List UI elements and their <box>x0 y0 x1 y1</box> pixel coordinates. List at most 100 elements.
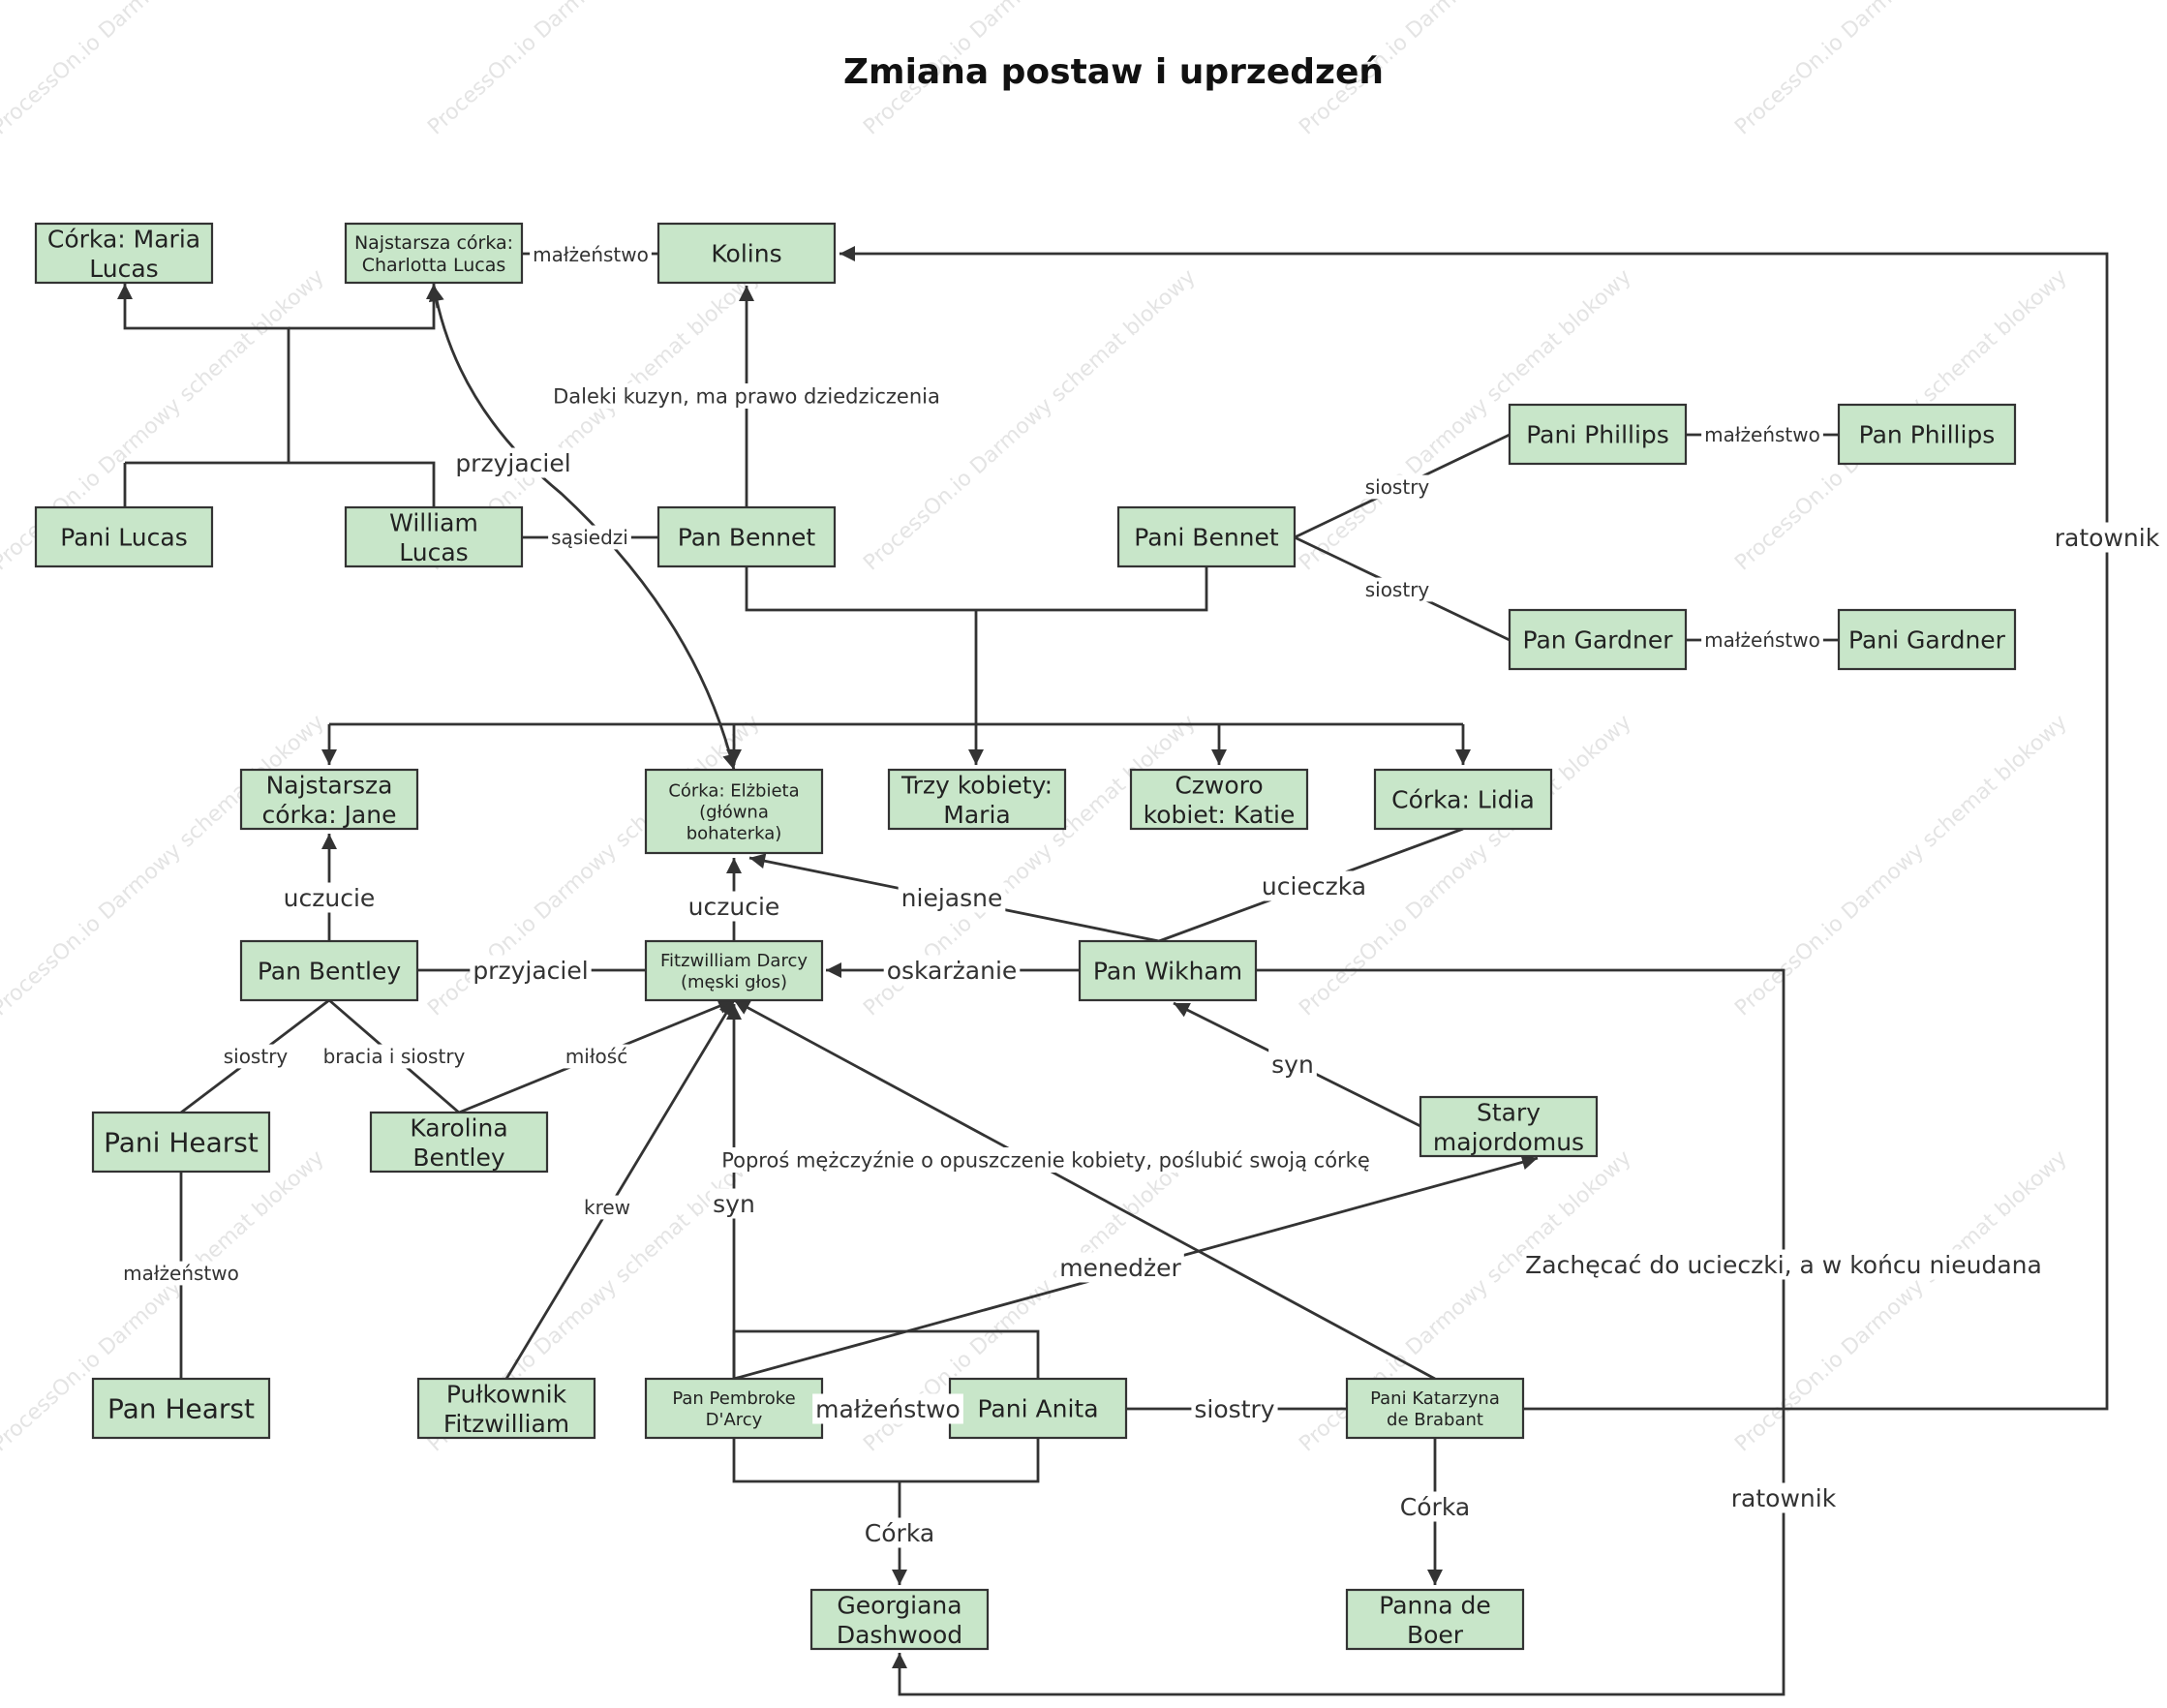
node-box <box>344 222 524 285</box>
node-label-line: Pani Lucas <box>60 524 187 552</box>
edge-label-hearst-marriage: małżeństwo <box>120 1261 242 1286</box>
edge-label-text: syn <box>1271 1051 1314 1079</box>
node-georgiana[interactable]: GeorgianaDashwoodGeorgiana Dashwood <box>809 1588 990 1651</box>
node-maria[interactable]: Trzy kobiety:MariaTrzy kobiety: Maria <box>887 768 1067 831</box>
watermark-text: ProcessOn.io Darmowy schemat blokowy <box>1730 711 2071 1022</box>
edge-blood <box>504 999 736 1380</box>
node-box <box>369 1111 549 1174</box>
node-charlotta[interactable]: Najstarsza córka:Charlotta LucasNajstars… <box>344 222 524 285</box>
node-label-line: Bentley <box>412 1144 505 1172</box>
edge-label-bg <box>883 955 1021 986</box>
node-pani-lucas[interactable]: Pani LucasPani Lucas <box>34 505 214 568</box>
edge-label-blood: krew <box>580 1195 634 1220</box>
edge-pembroke-anita-top <box>732 1329 1040 1379</box>
edge-label-sisters-phillips: siostry <box>1361 474 1433 500</box>
watermark-text: ProcessOn.io Darmowy schemat blokowy <box>1730 0 2071 139</box>
node-darcy[interactable]: Fitzwilliam Darcy(męski głos)Fitzwilliam… <box>644 939 824 1002</box>
node-label-line: Pani Phillips <box>1526 421 1669 449</box>
node-box <box>656 505 837 568</box>
node-box <box>948 1377 1128 1440</box>
node-label-line: Kolins <box>711 240 781 268</box>
node-majordomus[interactable]: StarymajordomusStary majordomus <box>1419 1095 1599 1158</box>
edge-label-bg <box>280 882 379 913</box>
node-kolins[interactable]: KolinsKolins <box>656 222 837 285</box>
node-box <box>1129 768 1309 831</box>
edge-label-manager: menedżer <box>1056 1252 1184 1283</box>
node-label-line: de Brabant <box>1387 1410 1483 1430</box>
node-pani-hearst[interactable]: Pani HearstPani Hearst <box>91 1111 271 1174</box>
edge-label-bg <box>1056 1252 1184 1283</box>
edge-label-text: syn <box>713 1190 755 1218</box>
node-label-line: Pan Pembroke <box>672 1388 795 1409</box>
edge-label-sisters-gardner: siostry <box>1361 577 1433 602</box>
edge-label-bg <box>452 447 574 478</box>
edge-rescuer-top <box>839 246 2109 1411</box>
edge-label-text: ucieczka <box>1262 872 1366 900</box>
edge-label-gardner-marriage: małżeństwo <box>1701 627 1823 653</box>
edge-label-bg <box>898 882 1006 913</box>
edge-label-bg <box>685 891 783 922</box>
edge-label-sisters-katarzyna: siostry <box>1191 1393 1278 1424</box>
node-box <box>416 1377 596 1440</box>
edge-label-ask-leave: Poproś mężczyźnie o opuszczenie kobiety,… <box>718 1146 1373 1174</box>
node-box <box>1419 1095 1599 1158</box>
edge-lucas-parents <box>123 461 436 507</box>
edge-label-rescuer-bottom: ratownik <box>1727 1482 1840 1513</box>
edge-label-siblings: bracia i siostry <box>320 1044 469 1069</box>
node-pani-phillips[interactable]: Pani PhillipsPani Phillips <box>1508 403 1688 466</box>
node-pulkownik[interactable]: PułkownikFitzwilliamPułkownik Fitzwillia… <box>416 1377 596 1440</box>
node-label-line: Pan Bentley <box>258 958 402 986</box>
node-label-line: Pan Gardner <box>1523 626 1674 655</box>
node-de-boer[interactable]: Panna deBoerPanna de Boer <box>1345 1588 1525 1651</box>
edge-labels-layer: małżeństwo Daleki kuzyn, ma prawo dziedzi… <box>120 242 2163 1548</box>
node-box <box>1345 1588 1525 1651</box>
edge-label-bg <box>1396 1491 1474 1522</box>
edge-label-text: oskarżanie <box>887 957 1018 985</box>
node-label-line: Pan Wikham <box>1093 958 1242 986</box>
node-karolina[interactable]: KarolinaBentleyKarolina Bentley <box>369 1111 549 1174</box>
edge-label-text: Daleki kuzyn, ma prawo dziedziczenia <box>553 385 940 409</box>
node-label-line: Maria <box>943 801 1010 829</box>
node-pan-hearst[interactable]: Pan HearstPan Hearst <box>91 1377 271 1440</box>
edge-label-bg <box>320 1044 469 1069</box>
edge-label-bg <box>1361 577 1433 602</box>
node-box <box>91 1377 271 1440</box>
edge-label-text: Córka <box>865 1519 934 1547</box>
node-label-line: bohaterka) <box>687 823 782 843</box>
edge-label-bg <box>548 525 631 550</box>
edge-label-neighbours: sąsiedzi <box>548 525 631 550</box>
diagram-title: Zmiana postaw i uprzedzeń <box>843 52 1384 92</box>
node-box <box>91 1111 271 1174</box>
node-label-line: Dashwood <box>837 1621 962 1649</box>
node-label-line: Pani Katarzyna <box>1370 1388 1500 1409</box>
node-william-lucas[interactable]: WilliamLucasWilliam Lucas <box>344 505 524 568</box>
node-maria-lucas[interactable]: Córka: MariaLucasCórka: Maria Lucas <box>34 222 214 285</box>
edge-encourage-escape <box>892 968 1785 1696</box>
edge-label-text: krew <box>584 1196 630 1219</box>
nodes-layer: Córka: MariaLucasCórka: Maria LucasNajst… <box>34 222 2017 1651</box>
edge-label-text: uczucie <box>688 893 780 921</box>
node-label-line: Pani Anita <box>977 1395 1098 1423</box>
node-wikham[interactable]: Pan WikhamPan Wikham <box>1078 939 1258 1002</box>
node-lidia[interactable]: Córka: LidiaCórka: Lidia <box>1373 768 1553 831</box>
edge-label-bg <box>550 382 943 410</box>
edge-label-bg <box>1727 1482 1840 1513</box>
edge-label-pembroke-marriage: małżeństwo <box>812 1393 963 1424</box>
edge-label-accusation: oskarżanie <box>883 955 1021 986</box>
edge-label-text: Zachęcać do ucieczki, a w końcu nieudana <box>1525 1251 2042 1279</box>
node-label-line: Fitzwilliam Darcy <box>660 951 808 971</box>
